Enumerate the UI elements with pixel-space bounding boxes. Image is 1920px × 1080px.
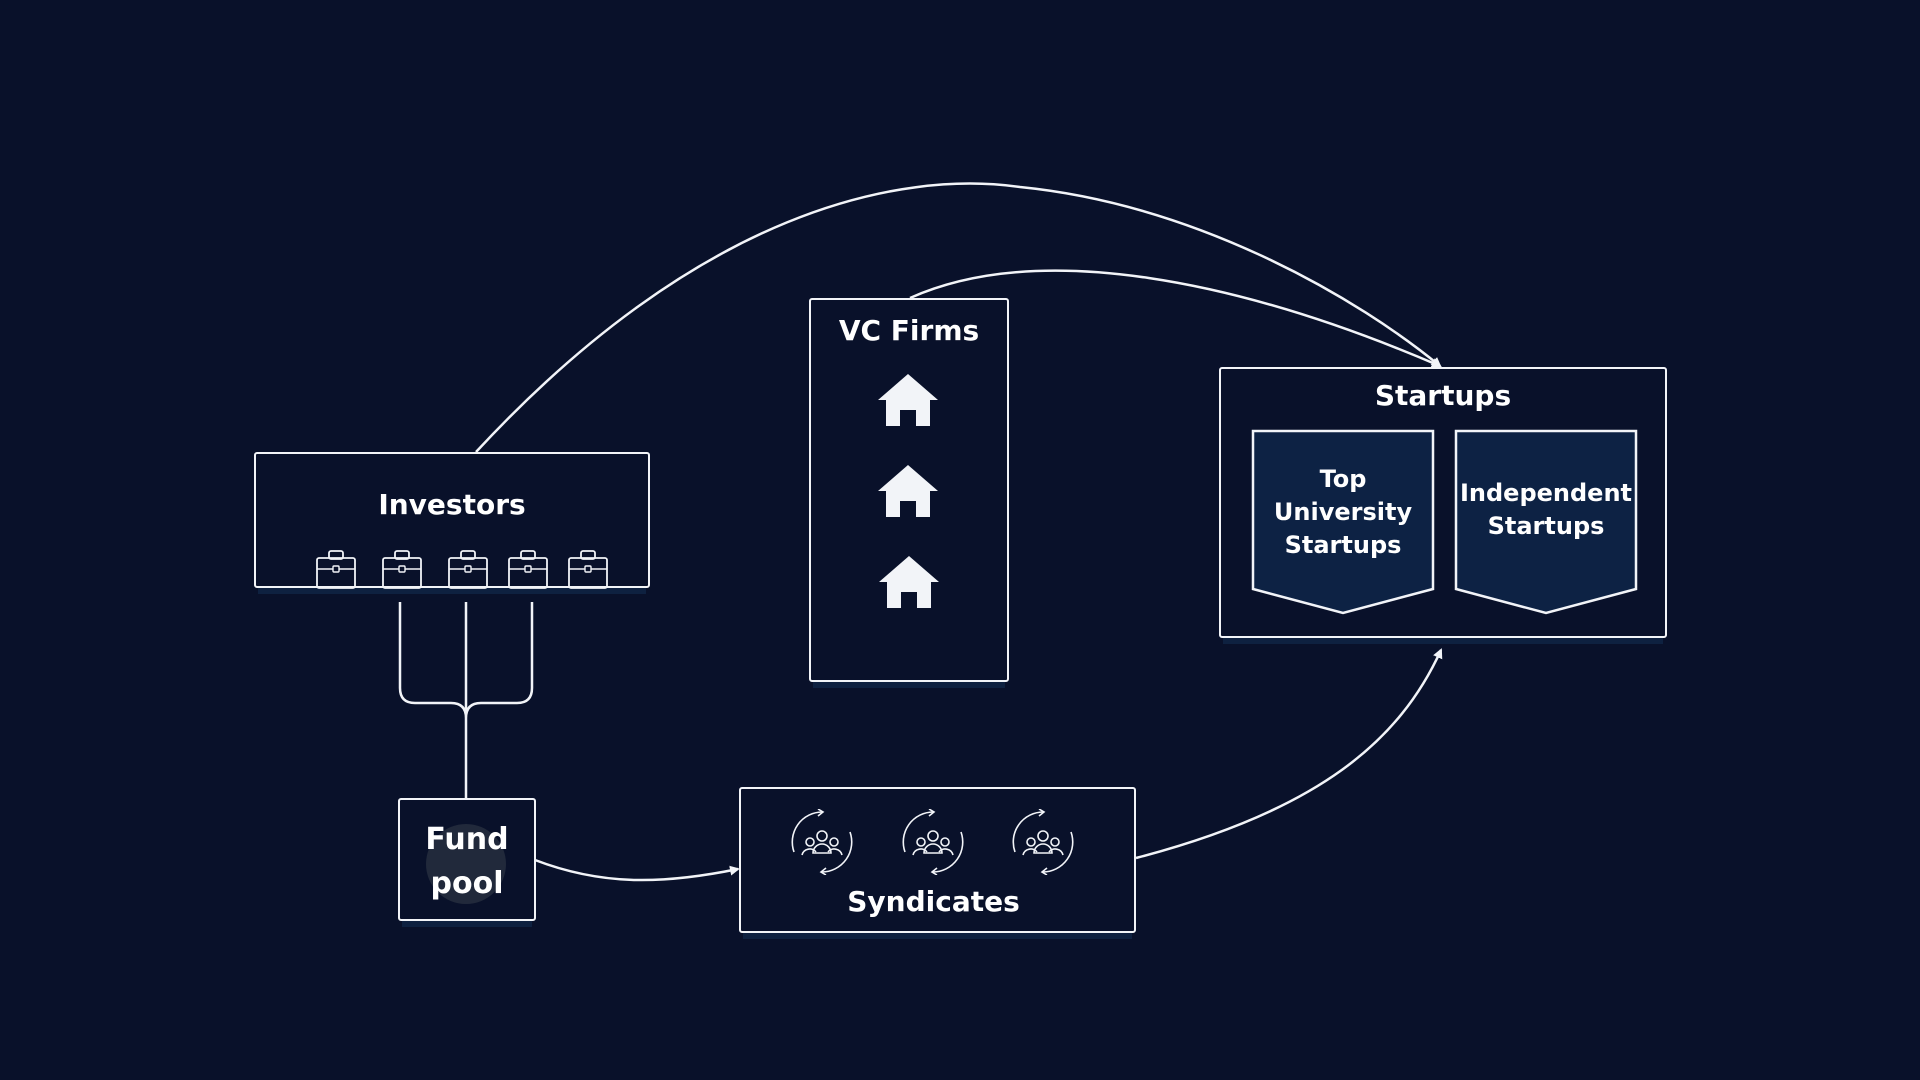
startup-segment-independent: Independent Startups [1454, 429, 1638, 615]
connector-investors-to-startups [475, 182, 1442, 453]
connector-vcfirms-to-startups [909, 269, 1442, 368]
fund-pool-node: Fund pool [398, 798, 536, 921]
vc-firms-node: VC Firms [809, 298, 1009, 682]
house-icon [876, 372, 940, 428]
house-icon [876, 463, 940, 519]
connector-investors-to-fundpool [398, 602, 534, 800]
dollar-coin-icon [424, 822, 508, 906]
group-cycle-icon [789, 809, 855, 875]
fund-pool-title: Fund pool [425, 822, 509, 901]
investors-title: Investors [378, 488, 526, 521]
connector-syndicates-to-startups [1135, 648, 1443, 860]
briefcase-icon [381, 550, 423, 590]
startup-segment-label: Independent Startups [1459, 479, 1633, 540]
investors-node: Investors [254, 452, 650, 590]
startups-title: Startups [1374, 379, 1512, 412]
syndicates-title: Syndicates [847, 885, 1020, 918]
connector-fundpool-to-syndicates [534, 858, 740, 882]
startup-segment-label: Top University Startups [1273, 465, 1413, 559]
group-cycle-icon [900, 809, 966, 875]
house-icon [877, 554, 941, 610]
startup-segment-top-university: Top University Startups [1251, 429, 1435, 615]
briefcase-icon [567, 550, 609, 590]
startups-node: Startups Top University Startups Indepen… [1219, 367, 1667, 638]
briefcase-icon [507, 550, 549, 590]
syndicates-node: Syndicates [739, 787, 1136, 933]
group-cycle-icon [1010, 809, 1076, 875]
vc-firms-title: VC Firms [838, 314, 980, 347]
briefcase-icon [315, 550, 357, 590]
briefcase-icon [447, 550, 489, 590]
